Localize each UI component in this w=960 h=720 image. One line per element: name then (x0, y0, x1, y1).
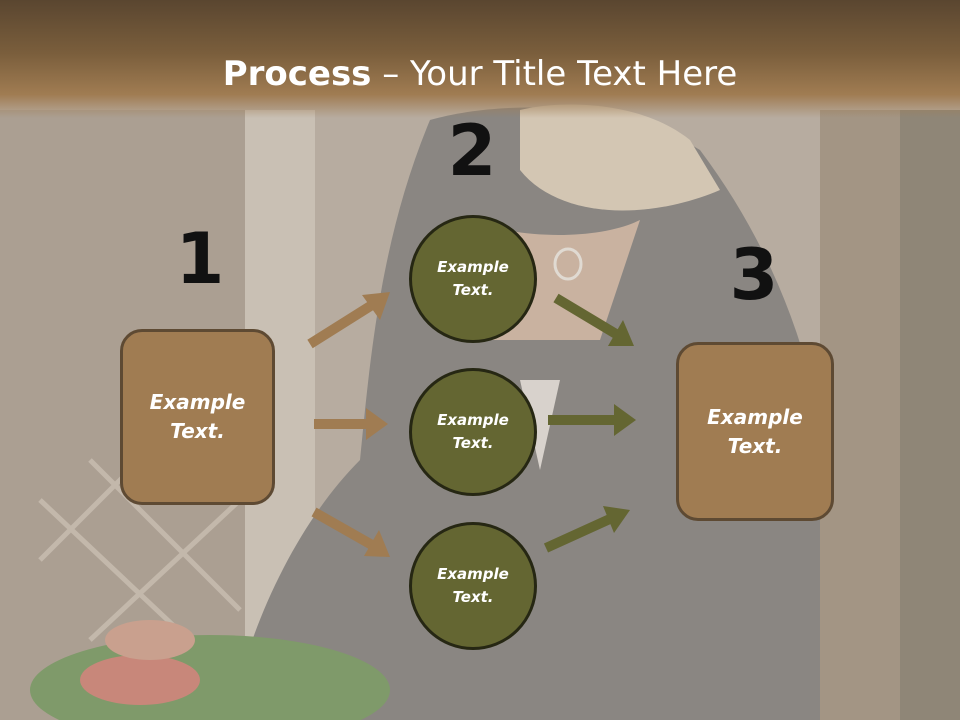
process-box-right-text: Example Text. (707, 403, 803, 461)
process-circle-bottom-line1: Example (437, 565, 509, 583)
page-title: Process – Your Title Text Here (0, 52, 960, 96)
title-bold: Process (222, 54, 372, 94)
process-box-right: Example Text. (676, 342, 834, 521)
process-circle-top-text: Example Text. (437, 256, 509, 302)
process-circle-bottom-line2: Text. (452, 588, 494, 606)
process-circle-middle: Example Text. (409, 368, 537, 496)
process-box-left-line1: Example (149, 390, 246, 414)
process-box-left: Example Text. (120, 329, 275, 505)
step-number-1: 1 (175, 218, 225, 300)
process-circle-middle-line1: Example (437, 411, 509, 429)
process-box-left-line2: Text. (170, 419, 225, 443)
header-band (0, 0, 960, 118)
process-box-right-line2: Text. (727, 433, 783, 458)
process-circle-bottom: Example Text. (409, 522, 537, 650)
process-box-left-text: Example Text. (150, 388, 246, 446)
title-rest: – Your Title Text Here (371, 54, 738, 94)
process-circle-top-line2: Text. (452, 281, 494, 299)
process-circle-bottom-text: Example Text. (437, 563, 509, 609)
process-circle-top: Example Text. (409, 215, 537, 343)
step-number-3: 3 (729, 234, 779, 316)
process-box-right-line1: Example (707, 404, 803, 429)
process-circle-middle-text: Example Text. (437, 409, 509, 455)
process-circle-middle-line2: Text. (452, 434, 494, 452)
step-number-2: 2 (447, 110, 497, 192)
process-circle-top-line1: Example (437, 258, 509, 276)
